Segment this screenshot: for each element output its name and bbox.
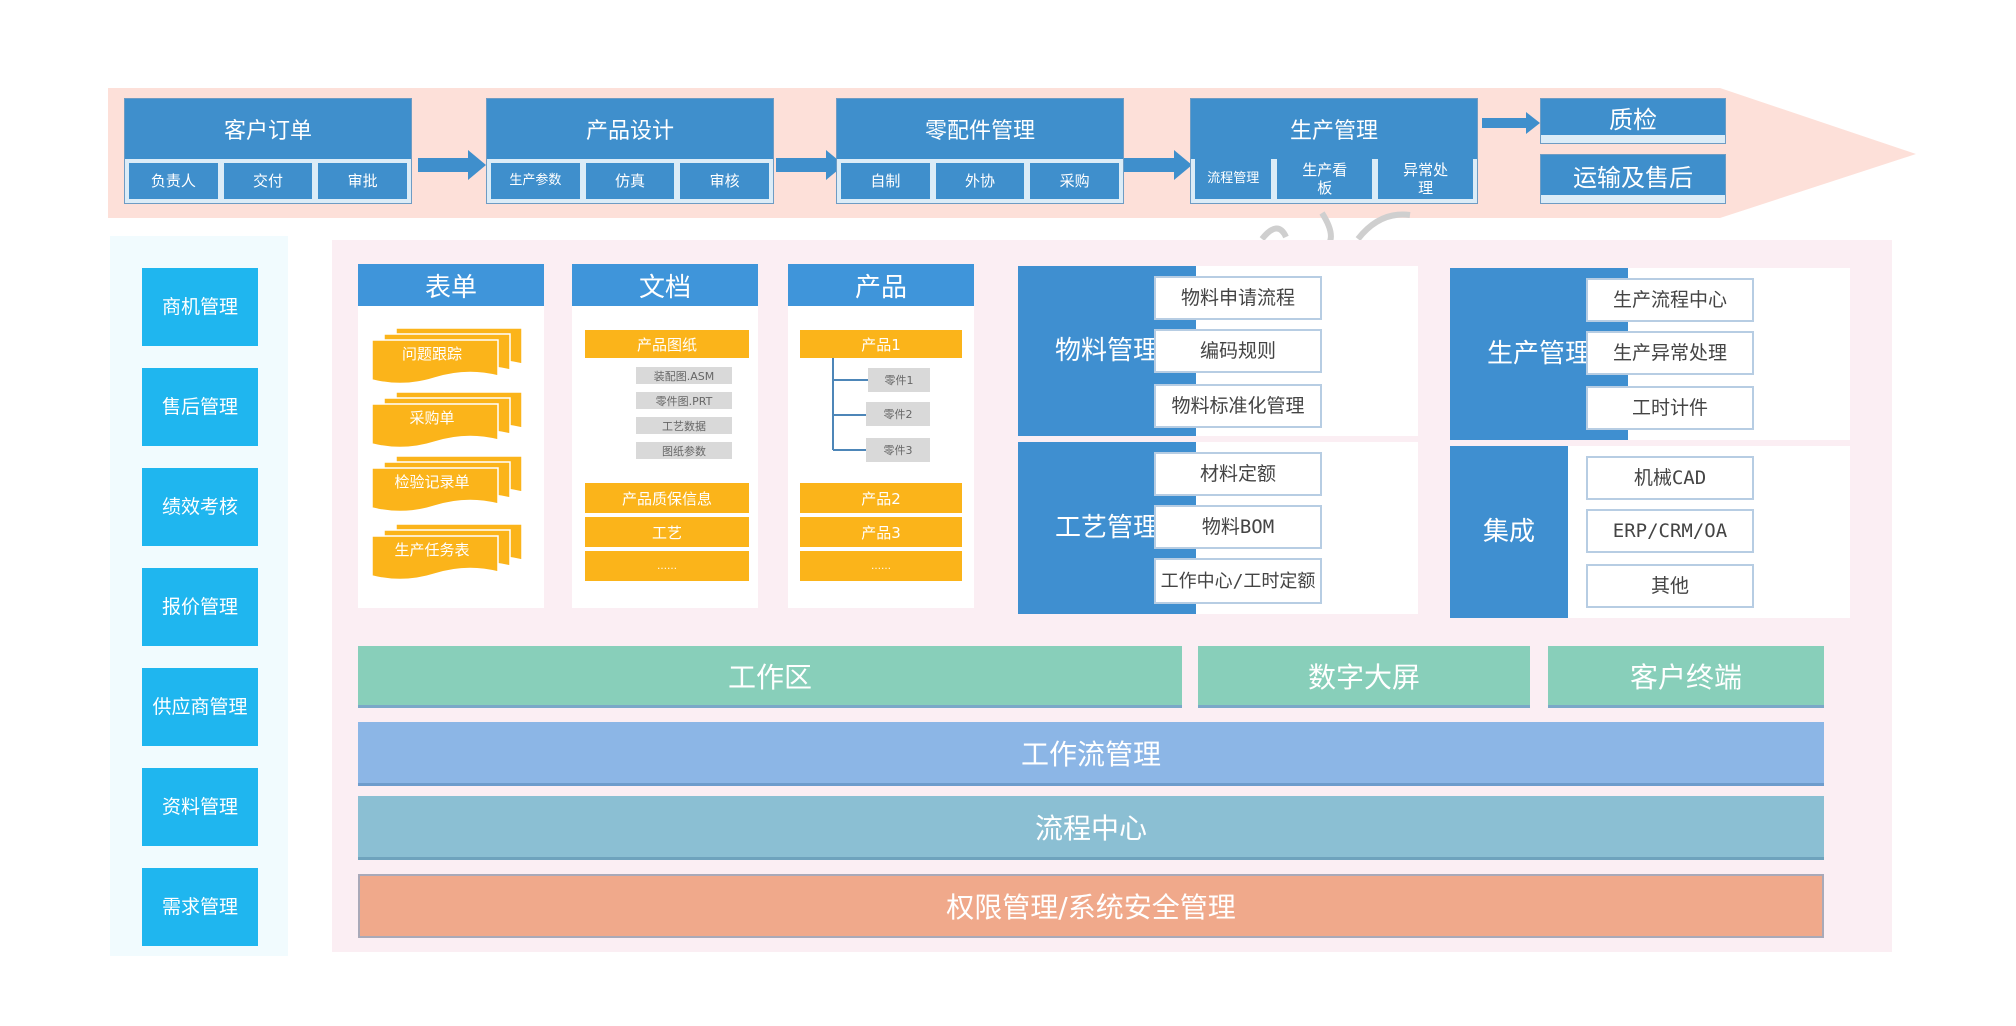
- watermark-mark: [1259, 211, 1411, 245]
- doc-item[interactable]: ……: [585, 551, 749, 581]
- form-item-label: 采购单: [409, 409, 455, 427]
- module-item[interactable]: 物料申请流程: [1154, 276, 1322, 320]
- stacked-document-icon: [372, 328, 523, 385]
- flow-stage-production-management[interactable]: 生产管理 流程管理 生产看板 异常处理: [1190, 98, 1478, 204]
- sidebar: 商机管理 售后管理 绩效考核 报价管理 供应商管理 资料管理 需求管理: [110, 236, 288, 956]
- stage-sub-item[interactable]: 采购: [1030, 163, 1120, 199]
- layer-workflow-management[interactable]: 工作流管理: [358, 722, 1824, 786]
- module-item[interactable]: 编码规则: [1154, 329, 1322, 373]
- stage-sub-item[interactable]: 生产参数: [491, 163, 580, 199]
- module-material-management: 物料管理 物料申请流程 编码规则 物料标准化管理: [1018, 266, 1418, 436]
- products-card: 产品: [788, 264, 974, 608]
- module-item[interactable]: 材料定额: [1154, 452, 1322, 496]
- module-production-management: 生产管理 生产流程中心 生产异常处理 工时计件: [1450, 268, 1850, 440]
- form-item[interactable]: 问题跟踪: [372, 328, 532, 390]
- sidebar-item-quotation[interactable]: 报价管理: [142, 568, 258, 646]
- form-item[interactable]: 检验记录单: [372, 456, 532, 518]
- form-item-label: 问题跟踪: [401, 345, 462, 363]
- drawing-file[interactable]: 零件图.PRT: [636, 392, 732, 409]
- stage-sub-item[interactable]: 自制: [841, 163, 930, 199]
- stage-sub-item[interactable]: 审核: [680, 163, 770, 199]
- sidebar-item-documents[interactable]: 资料管理: [142, 768, 258, 846]
- doc-item[interactable]: 产品质保信息: [585, 483, 749, 513]
- module-label: 集成: [1450, 446, 1568, 618]
- product-tree-connector: [832, 358, 870, 451]
- product-item[interactable]: 产品1: [800, 330, 962, 358]
- card-title: 表单: [358, 264, 544, 306]
- module-item[interactable]: ERP/CRM/OA: [1586, 509, 1754, 553]
- flow-arrow-icon: [776, 150, 844, 180]
- flow-stage-quality-inspection[interactable]: 质检: [1540, 98, 1726, 144]
- flow-stage-product-design[interactable]: 产品设计 生产参数 仿真 审核: [486, 98, 774, 204]
- sidebar-item-performance[interactable]: 绩效考核: [142, 468, 258, 546]
- product-part[interactable]: 零件1: [868, 368, 930, 392]
- layer-process-center[interactable]: 流程中心: [358, 796, 1824, 860]
- flow-arrow-icon: [1482, 112, 1540, 134]
- product-part[interactable]: 零件2: [866, 402, 930, 426]
- stacked-document-icon: [372, 392, 523, 449]
- documents-card: 文档: [572, 264, 758, 608]
- form-item[interactable]: 生产任务表: [372, 524, 532, 586]
- module-item[interactable]: 生产异常处理: [1586, 331, 1754, 375]
- stage-sub-item[interactable]: 仿真: [585, 163, 675, 199]
- product-item[interactable]: 产品2: [800, 483, 962, 513]
- flow-stage-customer-order[interactable]: 客户订单 负责人 交付 审批: [124, 98, 412, 204]
- layer-big-screen[interactable]: 数字大屏: [1198, 646, 1530, 708]
- module-item[interactable]: 物料BOM: [1154, 505, 1322, 549]
- sidebar-item-requirements[interactable]: 需求管理: [142, 868, 258, 946]
- stage-sub-item[interactable]: 流程管理: [1195, 159, 1272, 199]
- sidebar-item-supplier[interactable]: 供应商管理: [142, 668, 258, 746]
- product-item[interactable]: ……: [800, 551, 962, 581]
- layer-client-terminal[interactable]: 客户终端: [1548, 646, 1824, 708]
- form-item-label: 检验记录单: [394, 473, 470, 491]
- stacked-document-icon: [372, 456, 523, 513]
- flow-stage-parts-management[interactable]: 零配件管理 自制 外协 采购: [836, 98, 1124, 204]
- stage-title: 客户订单: [125, 99, 411, 159]
- stage-title: 零配件管理: [837, 99, 1123, 159]
- module-item[interactable]: 其他: [1586, 564, 1754, 608]
- stage-title: 生产管理: [1191, 99, 1477, 159]
- stage-sub-item[interactable]: 交付: [223, 163, 313, 199]
- form-item-label: 生产任务表: [394, 541, 470, 559]
- product-item[interactable]: 产品3: [800, 517, 962, 547]
- module-item[interactable]: 工作中心/工时定额: [1154, 558, 1322, 604]
- card-title: 文档: [572, 264, 758, 306]
- drawing-file[interactable]: 工艺数据: [636, 417, 732, 434]
- module-integration: 集成 机械CAD ERP/CRM/OA 其他: [1450, 446, 1850, 618]
- stage-title: 运输及售后: [1541, 155, 1725, 195]
- stacked-document-icon: [372, 524, 523, 581]
- doc-item-drawings[interactable]: 产品图纸: [585, 330, 749, 358]
- stage-title: 产品设计: [487, 99, 773, 159]
- doc-item[interactable]: 工艺: [585, 517, 749, 547]
- stage-sub-item[interactable]: 异常处理: [1378, 159, 1473, 199]
- stage-sub-item[interactable]: 负责人: [129, 163, 218, 199]
- card-title: 产品: [788, 264, 974, 306]
- stage-title: 质检: [1541, 99, 1725, 135]
- form-item[interactable]: 采购单: [372, 392, 532, 454]
- flow-arrow-icon: [1124, 150, 1192, 180]
- flow-stage-shipping-after-sales[interactable]: 运输及售后: [1540, 154, 1726, 204]
- sidebar-item-opportunity[interactable]: 商机管理: [142, 268, 258, 346]
- drawing-file[interactable]: 图纸参数: [636, 442, 732, 459]
- layer-workspace[interactable]: 工作区: [358, 646, 1182, 708]
- module-item[interactable]: 生产流程中心: [1586, 278, 1754, 322]
- flow-arrow-icon: [418, 150, 486, 180]
- module-item[interactable]: 机械CAD: [1586, 456, 1754, 500]
- stage-sub-item[interactable]: 审批: [318, 163, 408, 199]
- layer-security-management[interactable]: 权限管理/系统安全管理: [358, 874, 1824, 938]
- stage-sub-item[interactable]: 外协: [935, 163, 1025, 199]
- module-process-management: 工艺管理 材料定额 物料BOM 工作中心/工时定额: [1018, 442, 1418, 614]
- sidebar-item-after-sales[interactable]: 售后管理: [142, 368, 258, 446]
- module-item[interactable]: 工时计件: [1586, 386, 1754, 430]
- product-part[interactable]: 零件3: [866, 438, 930, 462]
- stage-sub-item[interactable]: 生产看板: [1277, 159, 1373, 199]
- drawing-file[interactable]: 装配图.ASM: [636, 367, 732, 384]
- module-item[interactable]: 物料标准化管理: [1154, 384, 1322, 428]
